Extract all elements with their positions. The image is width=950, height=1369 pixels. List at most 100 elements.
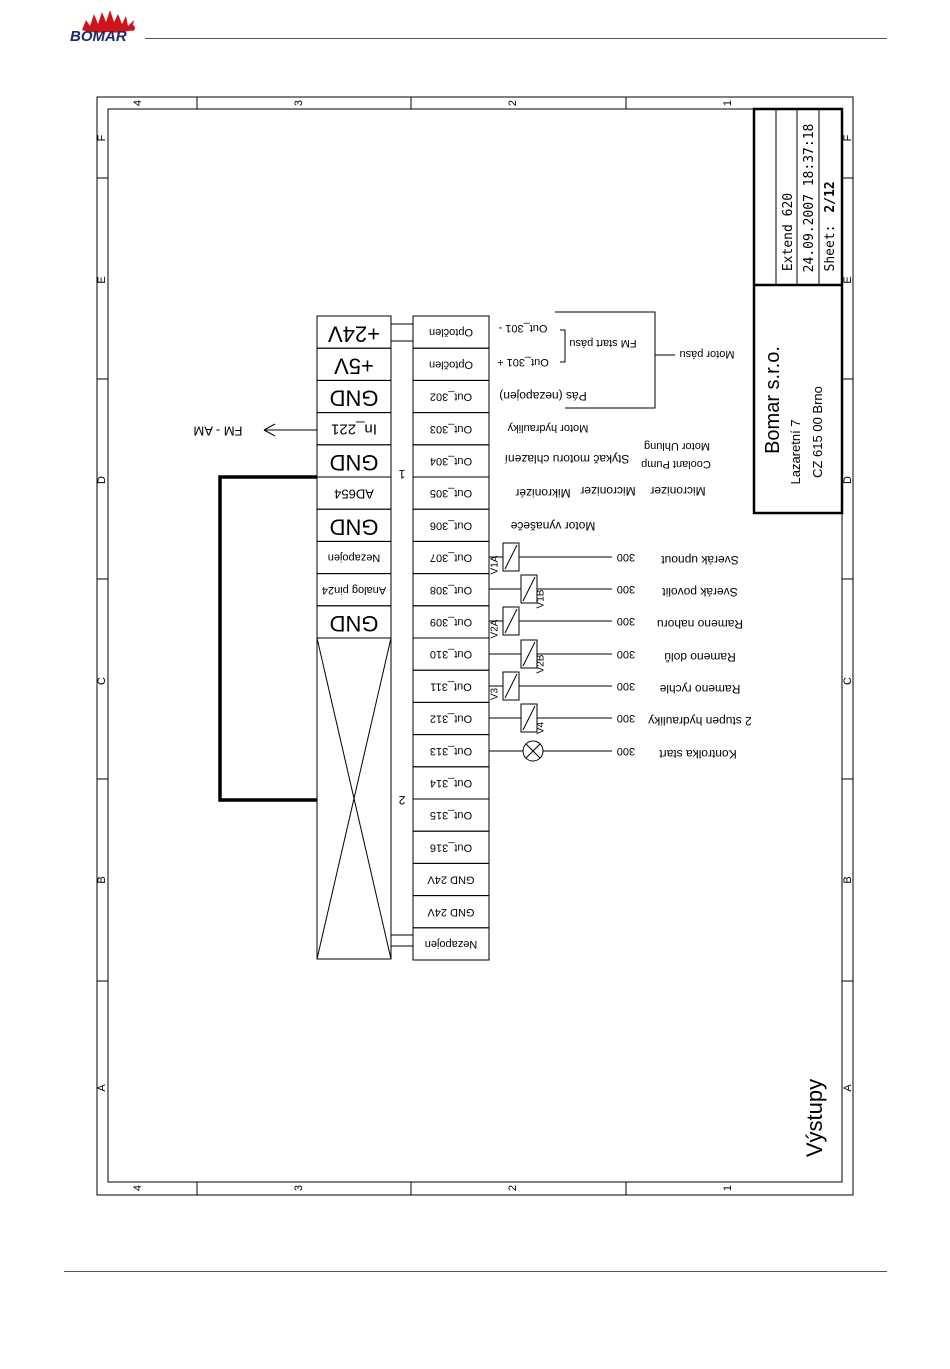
right-connector-label: Nezapojen [425, 938, 478, 950]
frame-inner [107, 108, 843, 1183]
right-connector-label: Out_310 [430, 648, 472, 660]
left-connector-label: GND [330, 611, 379, 636]
frame-col-label: 2 [507, 1185, 519, 1191]
valve-desc: Sverák povolit [662, 585, 738, 599]
pin-marker-2: 2 [398, 793, 405, 807]
motor-pasu-block: Out_301 - Out_301 + FM start pásu Pás (n… [497, 311, 735, 409]
label-motor-uhlung: Motor Uhlung [644, 440, 710, 452]
frame-row-label: F [96, 134, 108, 141]
frame-outer [96, 96, 854, 1196]
right-connector-label: Optočlen [429, 358, 473, 370]
dragon-logo-icon [82, 10, 135, 33]
valve-tag: V2B [536, 654, 547, 673]
frame-row-label: E [96, 276, 108, 283]
pas-nezapojen: Pás (nezapojen) [499, 389, 586, 403]
valve-desc: 2 stupen hydrauliky [648, 714, 751, 728]
logo-wordmark: BOMAR [70, 28, 127, 45]
frame-row-label: A [96, 1084, 108, 1092]
fm-am-arrow: FM - AM [193, 423, 317, 439]
project-name: Extend 620 [781, 193, 796, 271]
valve-value: 300 [617, 648, 635, 660]
right-connector-label: Out_314 [430, 777, 472, 789]
header-rule [145, 38, 887, 39]
valve-desc: Rameno dolů [664, 650, 735, 664]
lamp-desc: Kontrolka start [659, 747, 737, 761]
frame-row-label: D [96, 476, 108, 484]
right-connector-label: GND 24V [427, 906, 475, 918]
drawing-title: Výstupy [802, 1079, 827, 1157]
left-connector-label: AD654 [334, 487, 374, 502]
right-connector-label: Out_308 [430, 584, 472, 596]
right-connector-label: Out_311 [430, 680, 471, 692]
label-stykac: Stykač motoru chlazení [504, 452, 629, 466]
valve-tag: V3 [490, 687, 501, 700]
loop-wire [218, 475, 317, 802]
frame-row-label: B [842, 876, 854, 883]
sheet-number: 2/12 [823, 181, 838, 212]
label-coolant-pump: Coolant Pump [641, 458, 711, 470]
valve-desc: Rameno nahoru [657, 617, 743, 631]
frame-col-label: 2 [507, 100, 519, 106]
left-connector-label: In_221 [331, 421, 377, 438]
right-connector-cell [412, 927, 490, 961]
left-connector-label: Analog pin24 [322, 584, 386, 596]
fm-start-pasu: FM start pásu [569, 337, 636, 349]
lamp-kontrolka: 300 Kontrolka start [489, 740, 737, 762]
valve-desc: Sverák upnout [661, 553, 739, 567]
right-connector-label: Out_302 [430, 391, 472, 403]
left-connector-cell [316, 605, 392, 639]
frame-col-label: 4 [132, 100, 144, 106]
label-micronizer-2: Micronizer [650, 484, 705, 498]
right-connector-label: Out_309 [430, 616, 472, 628]
company-city: CZ 615 00 Brno [810, 386, 825, 478]
left-connector-label: GND [330, 386, 379, 411]
label-mikronizer: Mikronizér [515, 486, 570, 500]
sheet-label: Sheet: [823, 225, 838, 272]
right-connector-label: Out_306 [430, 519, 472, 531]
frame-col-label: 1 [722, 1185, 734, 1191]
pin-marker-1: 1 [398, 467, 405, 481]
valve-tag: V4 [536, 721, 547, 734]
right-connector-label: Out_312 [430, 713, 472, 725]
frame-col-label: 1 [722, 100, 734, 106]
frame-row-label: C [842, 677, 854, 685]
left-connector-label: +24V [328, 321, 380, 346]
print-datetime: 24.09.2007 18:37:18 [802, 124, 817, 273]
right-connector-label: Out_316 [430, 841, 472, 853]
fm-am-label: FM - AM [193, 424, 242, 439]
page-header: BOMAR [0, 0, 950, 60]
label-motor-hydrauliky: Motor hydrauliky [507, 422, 588, 434]
frame-row-label: E [842, 276, 854, 283]
company-street: Lazaretní 7 [788, 419, 803, 484]
out-301-plus: Out_301 + [497, 356, 549, 368]
right-connector-label: Out_315 [430, 809, 472, 821]
label-motor-vynasece: Motor vynašeče [510, 519, 595, 533]
valve-value: 300 [617, 551, 635, 563]
frame-row-label: B [96, 876, 108, 883]
right-connector-label: Optočlen [429, 326, 473, 338]
valve-desc: Rameno rychle [659, 682, 740, 696]
motor-pasu: Motor pásu [679, 348, 734, 360]
valve-value: 300 [617, 583, 635, 595]
frame-row-label: C [96, 677, 108, 685]
valve-tag: V2A [490, 619, 501, 638]
left-connector-label: GND [330, 450, 379, 475]
right-connector-label: Out_305 [430, 487, 472, 499]
right-connector-label: Out_307 [430, 552, 472, 564]
valve-tag: V1A [490, 555, 501, 574]
right-connector-label: Out_304 [430, 455, 472, 467]
valve-value: 300 [617, 680, 635, 692]
lamp-value: 300 [617, 745, 635, 757]
label-micronizer-1: Micronizer [580, 484, 635, 498]
valve-value: 300 [617, 712, 635, 724]
out-301-minus: Out_301 - [498, 322, 547, 334]
footer-rule [64, 1271, 887, 1272]
frame-col-label: 4 [132, 1185, 144, 1191]
connector-stubs [391, 323, 413, 947]
right-connector-label: Out_303 [430, 423, 472, 435]
valve-value: 300 [617, 615, 635, 627]
left-connector-label: Nezapojen [328, 552, 381, 564]
left-connector-label: GND [330, 514, 379, 539]
frame-row-label: D [842, 476, 854, 484]
